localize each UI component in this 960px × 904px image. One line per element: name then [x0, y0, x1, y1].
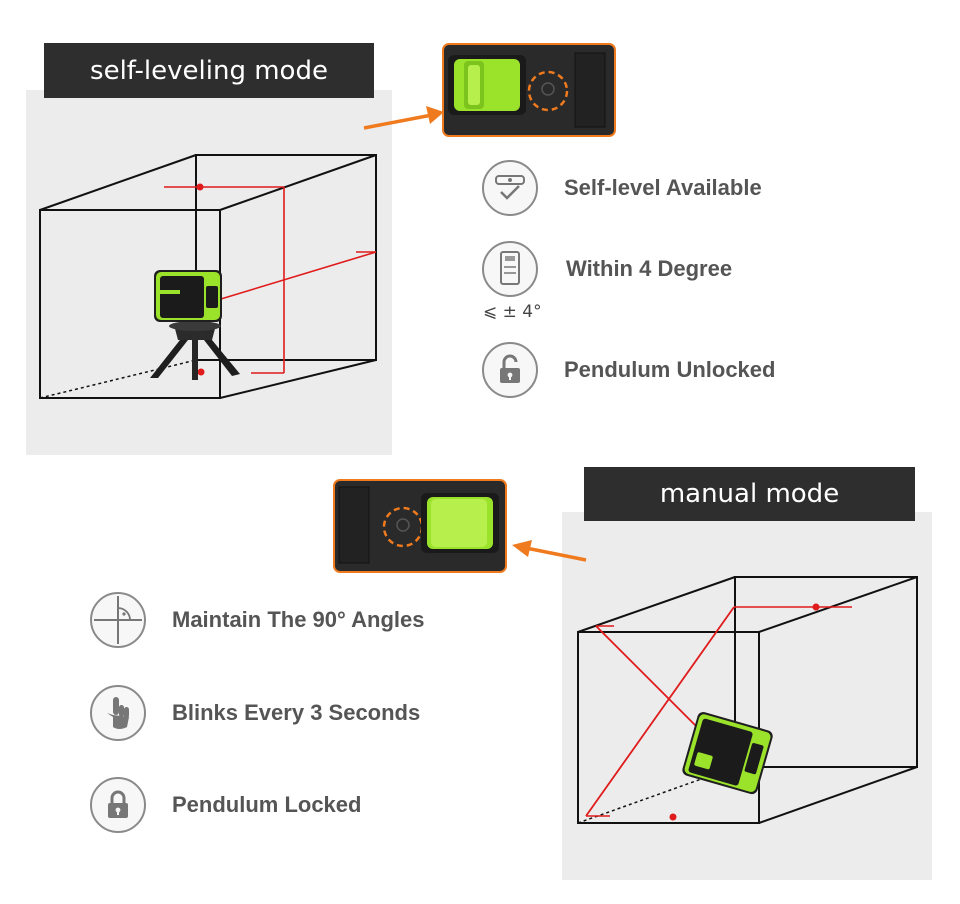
feature-self-level: Self-level Available — [482, 160, 762, 216]
feature-label: Pendulum Unlocked — [564, 357, 776, 382]
feature-label: Pendulum Locked — [172, 792, 362, 817]
feature-blinks: Blinks Every 3 Seconds — [90, 685, 420, 741]
feature-within-degree: Within 4 Degree — [482, 241, 732, 297]
manual-arrow-icon — [512, 540, 587, 562]
feature-label: Maintain The 90° Angles — [172, 607, 425, 632]
feature-label: Blinks Every 3 Seconds — [172, 700, 421, 725]
degree-level-icon — [482, 241, 538, 297]
self-leveling-room-illustration — [39, 154, 377, 399]
manual-room-illustration — [577, 576, 918, 824]
feature-label: Self-level Available — [564, 175, 762, 200]
unlock-icon — [482, 342, 538, 398]
degree-note: ⩽ ± 4° — [483, 302, 542, 322]
feature-pendulum-unlocked: Pendulum Unlocked — [482, 342, 775, 398]
lock-icon — [90, 777, 146, 833]
feature-pendulum-locked: Pendulum Locked — [90, 777, 361, 833]
feature-label: Within 4 Degree — [566, 256, 733, 281]
self-level-icon — [482, 160, 538, 216]
manual-mode-label: manual mode — [584, 467, 915, 521]
manual-panel — [562, 512, 932, 880]
manual-switch-detail — [333, 479, 507, 573]
crosshair-icon — [90, 592, 146, 648]
self-leveling-switch-detail — [442, 43, 616, 137]
self-leveling-mode-label: self-leveling mode — [44, 43, 374, 98]
feature-maintain-angles: Maintain The 90° Angles — [90, 592, 424, 648]
self-leveling-arrow-icon — [363, 106, 444, 130]
hand-pointer-icon — [90, 685, 146, 741]
